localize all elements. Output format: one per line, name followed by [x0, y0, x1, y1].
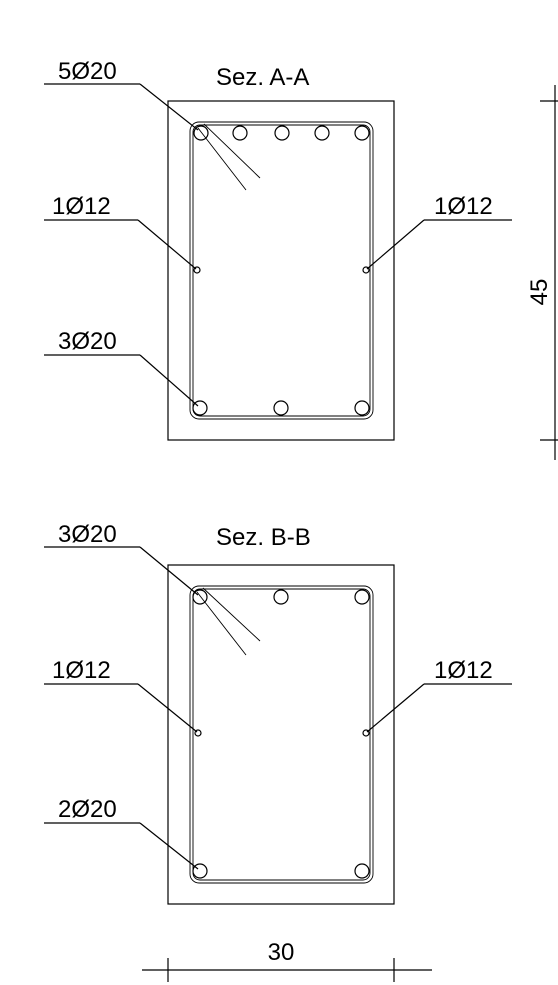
section-b-top-bar [354, 589, 370, 605]
section-b-side-bar-left [194, 729, 202, 737]
width-dimension: 30 [142, 939, 432, 982]
section-b-top-bar [192, 589, 208, 605]
section-a-concrete-outline [167, 100, 395, 441]
section-b-concrete-outline [167, 564, 395, 905]
section-b-bottom-label: 2Ø20 [58, 796, 117, 823]
section-b-stirrup-hook [202, 587, 261, 642]
section-a-bottom-label: 3Ø20 [58, 328, 117, 355]
section-a-bottom-bar [192, 400, 208, 416]
width-dimension-label: 30 [268, 939, 295, 966]
section-b-top-label: 3Ø20 [58, 521, 117, 548]
section-b-left-label: 1Ø12 [52, 657, 111, 684]
section-a-title: Sez. A-A [216, 64, 309, 91]
section-b-side-bar-right [362, 729, 370, 737]
section-a-bottom-bar [354, 400, 370, 416]
section-a-stirrup [189, 121, 374, 420]
height-dimension: 45 [526, 85, 558, 460]
section-a-top-bar [314, 125, 330, 141]
section-b-stirrup-hook [196, 591, 247, 656]
section-b-bottom-bar [354, 863, 370, 879]
section-a-stirrup-hook [203, 123, 261, 179]
section-a-right-label: 1Ø12 [434, 193, 493, 220]
section-a-left-label: 1Ø12 [52, 193, 111, 220]
section-a-top-label: 5Ø20 [58, 58, 117, 85]
section-a-top-bar [193, 125, 209, 141]
section-a-stirrup-hook [197, 127, 247, 191]
section-a-top-bar [354, 125, 370, 141]
section-b-stirrup [189, 585, 374, 884]
section-a-bottom-bar [273, 400, 289, 416]
section-b-right-label: 1Ø12 [434, 657, 493, 684]
section-b-b: Sez. B-B 3Ø20 1Ø12 1Ø12 2Ø20 [44, 521, 512, 905]
section-b-stirrup-inner [192, 588, 371, 881]
section-a-top-bar [232, 125, 248, 141]
section-a-stirrup-inner [192, 124, 371, 417]
section-a-side-bar-right [362, 266, 370, 274]
section-b-bottom-bar [192, 863, 208, 879]
section-b-title: Sez. B-B [216, 524, 311, 551]
section-a-top-bar [274, 125, 290, 141]
section-a-a: Sez. A-A 5Ø20 1Ø12 1Ø12 [44, 58, 512, 441]
section-a-side-bar-left [193, 266, 201, 274]
height-dimension-label: 45 [526, 279, 553, 306]
section-b-top-bar [273, 589, 289, 605]
